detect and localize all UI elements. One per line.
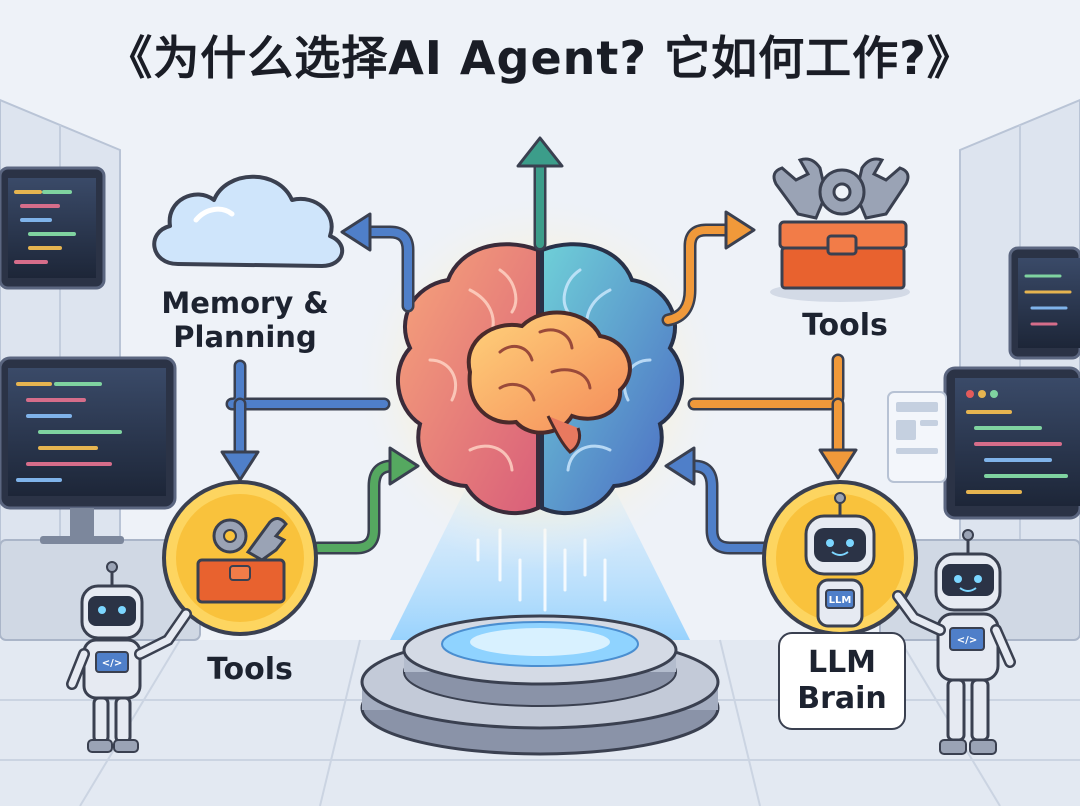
- wall-panel-right: [887, 391, 947, 483]
- monitor-top-left: [0, 166, 106, 290]
- arrow-tools-right-to-llm: [687, 353, 858, 480]
- robot-left: </>: [66, 561, 192, 753]
- llm-chest-badge: LLM: [829, 595, 852, 606]
- arrow-tools-left-to-brain: [311, 446, 420, 555]
- toolbox-small-icon: [196, 517, 288, 604]
- llm-brain-card: LLM Brain: [778, 632, 906, 730]
- robot-right: </>: [892, 529, 1016, 755]
- arrow-to-memory: [340, 212, 415, 313]
- arrow-to-tools-right: [661, 210, 756, 327]
- memory-planning-label: Memory & Planning: [161, 286, 329, 354]
- llm-brain-node: LLM: [762, 480, 918, 636]
- robot-right-chest-text: </>: [957, 635, 977, 646]
- arrow-memory-to-tools-left: [220, 359, 391, 482]
- toolbox-icon: [770, 157, 910, 302]
- tools-left-label: Tools: [207, 652, 293, 687]
- cloud-icon: [152, 174, 345, 268]
- robot-head-icon: LLM: [804, 492, 876, 628]
- robot-left-chest-text: </>: [102, 658, 122, 669]
- monitor-right: [943, 366, 1080, 520]
- arrow-llm-to-brain: [664, 446, 777, 555]
- monitor-mid-left: [0, 356, 177, 544]
- brain-icon: [350, 190, 730, 570]
- llm-brain-label-line1: LLM: [807, 645, 877, 680]
- monitor-far-right: [1008, 246, 1080, 360]
- tools-node-left: [162, 480, 318, 636]
- hologram-platform: [360, 480, 720, 756]
- arrow-up: [516, 136, 564, 251]
- llm-brain-label-line2: Brain: [797, 681, 887, 716]
- tools-right-label: Tools: [802, 308, 888, 343]
- page-title: 《为什么选择AI Agent? 它如何工作?》: [106, 31, 974, 85]
